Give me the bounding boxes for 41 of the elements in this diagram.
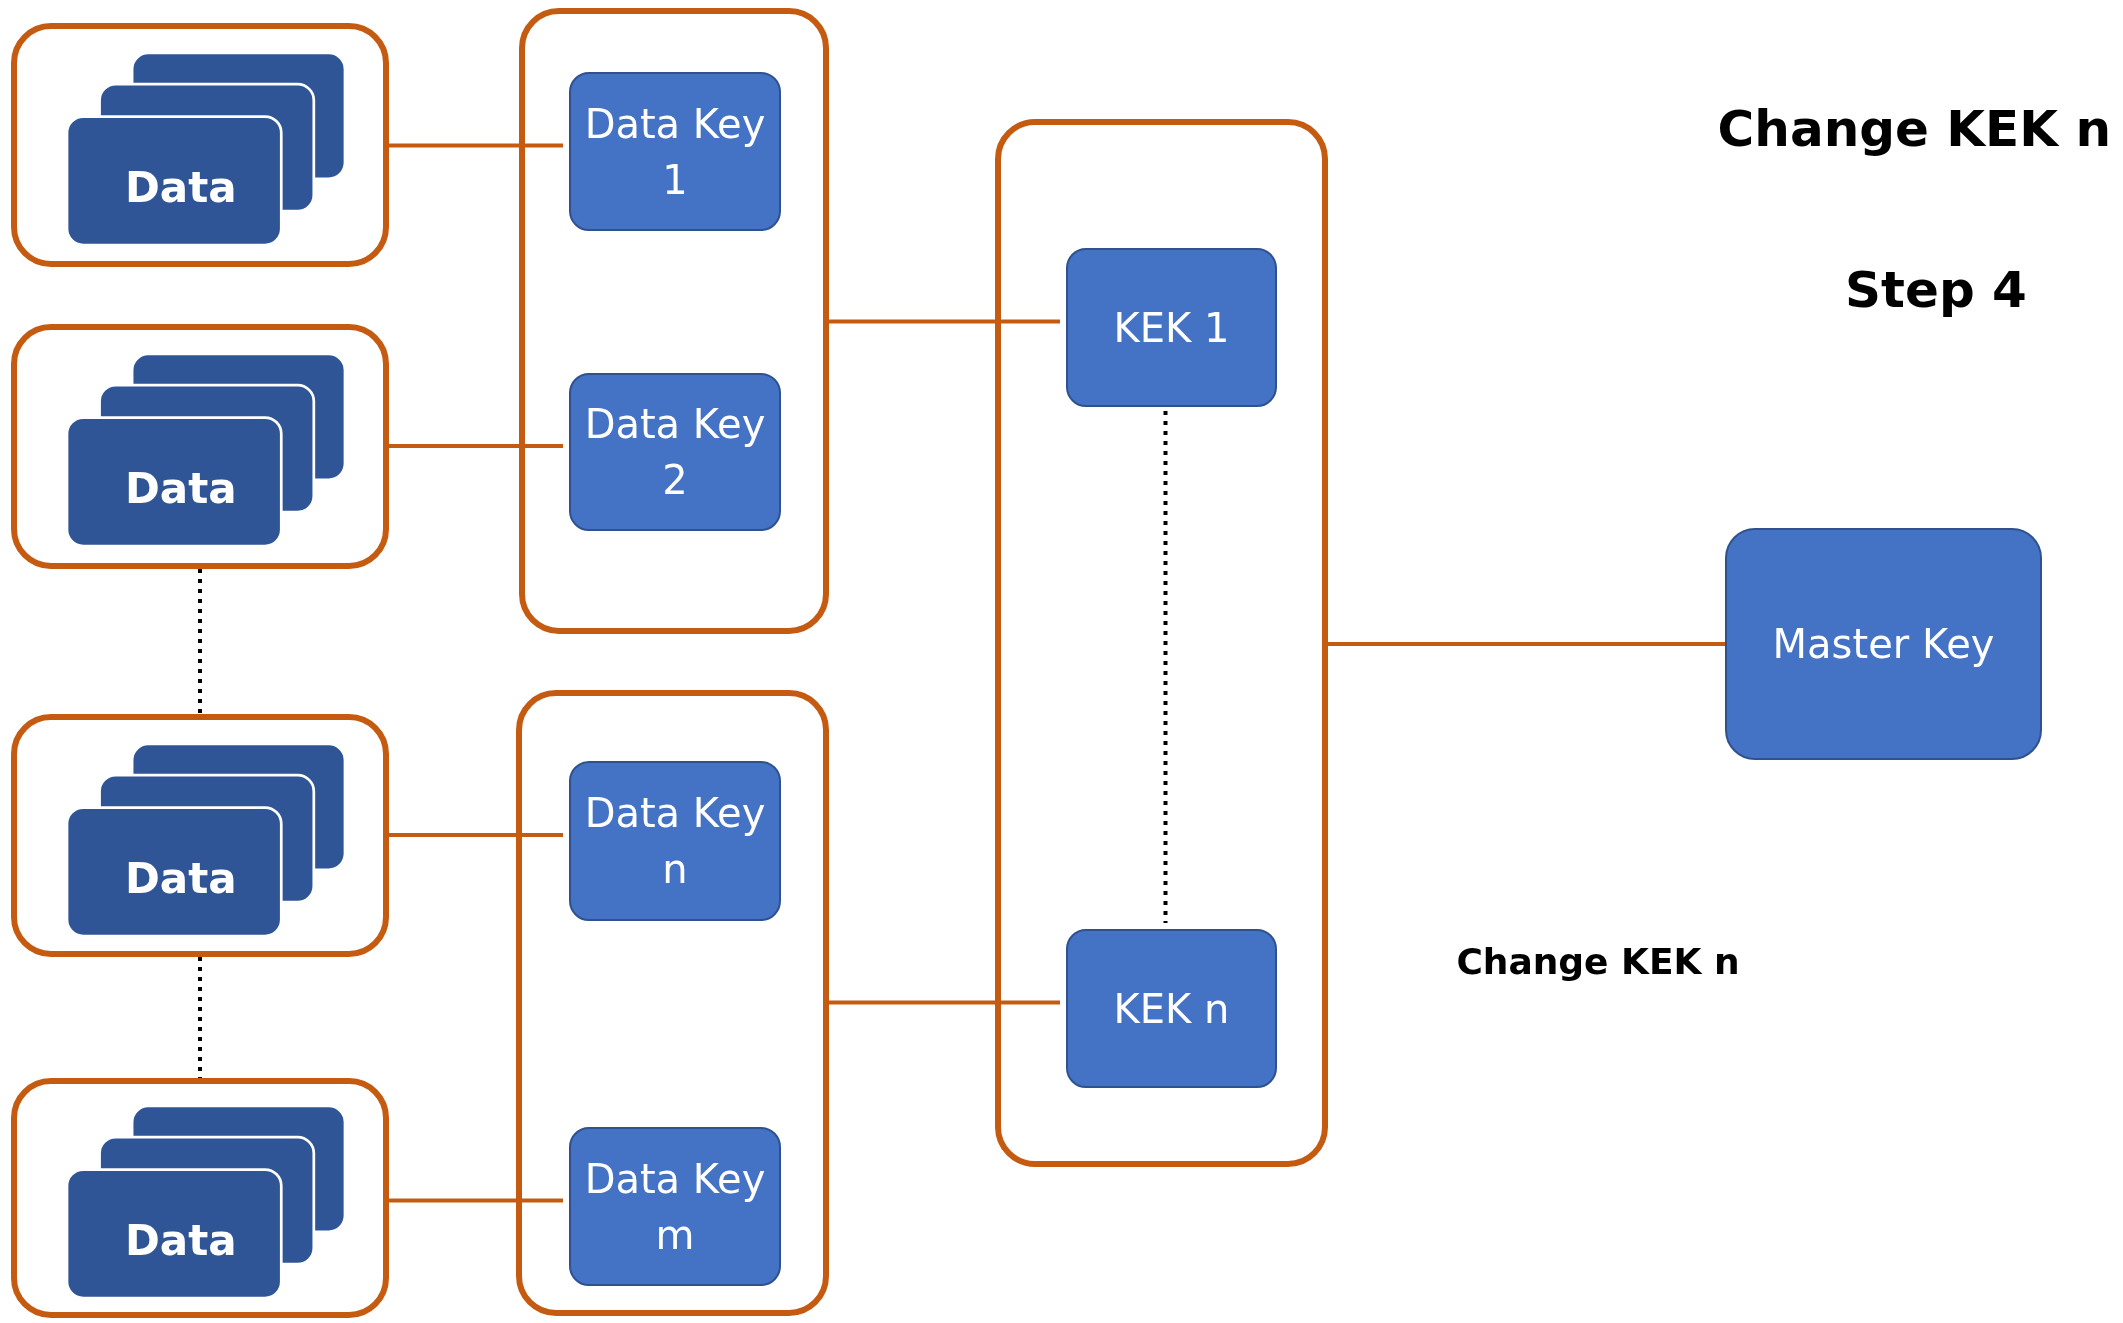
key-box <box>1066 248 1277 407</box>
key-label: Data Key 1 <box>583 99 767 205</box>
dotted-connector <box>198 957 202 1078</box>
document-stack <box>67 1106 345 1298</box>
key-label: KEK n <box>1113 984 1230 1034</box>
connector-line <box>389 143 563 148</box>
stack-label: Data <box>125 163 237 212</box>
diagram-title: Change KEK n <box>1717 100 2111 158</box>
group-frame <box>519 8 829 634</box>
dotted-connector <box>198 569 202 714</box>
key-box <box>569 1127 781 1286</box>
step-label: Change KEK n <box>1456 940 1740 982</box>
group-frame <box>11 1078 389 1318</box>
group-frame <box>995 119 1328 1167</box>
connector-line <box>389 833 563 837</box>
document-stack <box>67 744 345 936</box>
step-label: Step 4 <box>1845 261 2027 319</box>
stack-label: Data <box>125 1216 237 1265</box>
key-box <box>1066 929 1277 1088</box>
connector-line <box>829 319 1060 324</box>
connector-line <box>1328 642 1725 646</box>
key-label: Data Key n <box>583 789 767 894</box>
stack-label: Data <box>125 464 237 513</box>
connector-line <box>389 444 563 448</box>
key-box <box>569 761 781 921</box>
key-box <box>1725 528 2042 760</box>
group-frame <box>516 690 829 1316</box>
stack-label: Data <box>125 854 237 903</box>
connector-line <box>829 1000 1060 1005</box>
group-frame <box>11 23 389 267</box>
key-box <box>569 373 781 531</box>
document-stack <box>67 354 345 546</box>
connector-line <box>389 1198 563 1203</box>
key-box <box>569 72 781 231</box>
key-label: Master Key <box>1772 620 1995 669</box>
key-label: Data Key m <box>583 1154 767 1260</box>
document-stack <box>67 53 345 245</box>
group-frame <box>11 324 389 569</box>
key-label: Data Key 2 <box>583 400 767 505</box>
group-frame <box>11 714 389 957</box>
key-label: KEK 1 <box>1113 303 1230 353</box>
